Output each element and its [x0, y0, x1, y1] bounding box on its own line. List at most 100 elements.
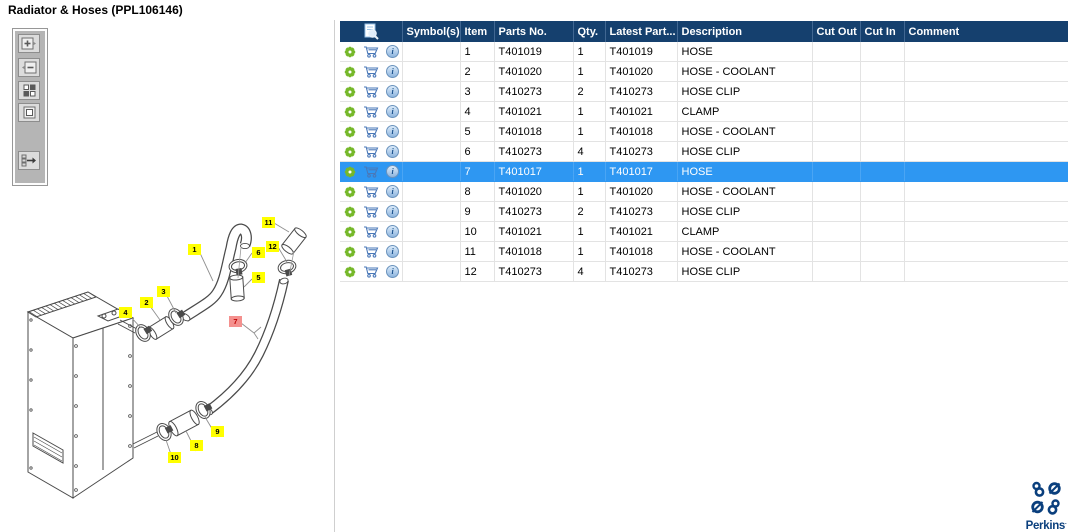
cell-qty[interactable]: 4: [573, 141, 606, 162]
cell-cut_out[interactable]: [812, 81, 861, 102]
cell-symbols[interactable]: [402, 201, 461, 222]
cell-parts_no[interactable]: T410273: [494, 81, 574, 102]
gear-icon[interactable]: [344, 206, 356, 218]
cell-qty[interactable]: 1: [573, 241, 606, 262]
info-icon[interactable]: i: [386, 165, 400, 178]
cart-icon[interactable]: [363, 205, 379, 218]
column-header-item[interactable]: Item: [460, 21, 495, 42]
info-icon[interactable]: i: [386, 85, 400, 98]
cell-description[interactable]: CLAMP: [677, 221, 813, 242]
cell-parts_no[interactable]: T401019: [494, 42, 574, 62]
cell-symbols[interactable]: [402, 261, 461, 282]
callout-11[interactable]: 11: [262, 217, 275, 228]
cell-comment[interactable]: [904, 201, 1068, 222]
cell-comment[interactable]: [904, 121, 1068, 142]
cell-description[interactable]: HOSE - COOLANT: [677, 61, 813, 82]
cell-item[interactable]: 5: [460, 121, 495, 142]
toggle-parts-list-button[interactable]: [18, 151, 40, 170]
cell-cut_in[interactable]: [860, 61, 905, 82]
cell-qty[interactable]: 1: [573, 181, 606, 202]
cell-item[interactable]: 12: [460, 261, 495, 282]
column-header-qty[interactable]: Qty.: [573, 21, 606, 42]
gear-icon[interactable]: [344, 146, 356, 158]
cell-cut_in[interactable]: [860, 141, 905, 162]
cell-description[interactable]: HOSE CLIP: [677, 201, 813, 222]
cell-cut_out[interactable]: [812, 221, 861, 242]
info-icon[interactable]: i: [386, 185, 400, 198]
gear-icon[interactable]: [344, 226, 356, 238]
gear-icon[interactable]: [344, 186, 356, 198]
cell-symbols[interactable]: [402, 101, 461, 122]
cell-symbols[interactable]: [402, 161, 461, 182]
actual-size-button[interactable]: [18, 103, 40, 122]
cell-item[interactable]: 7: [460, 161, 495, 182]
cell-description[interactable]: HOSE: [677, 42, 813, 62]
column-header-parts_no[interactable]: Parts No.: [494, 21, 574, 42]
cell-comment[interactable]: [904, 261, 1068, 282]
cell-cut_out[interactable]: [812, 201, 861, 222]
column-header-description[interactable]: Description: [677, 21, 813, 42]
cell-item[interactable]: 4: [460, 101, 495, 122]
cell-description[interactable]: HOSE - COOLANT: [677, 121, 813, 142]
cell-cut_out[interactable]: [812, 42, 861, 62]
cell-parts_no[interactable]: T401017: [494, 161, 574, 182]
cell-comment[interactable]: [904, 181, 1068, 202]
cell-cut_in[interactable]: [860, 221, 905, 242]
cell-parts_no[interactable]: T410273: [494, 141, 574, 162]
callout-4[interactable]: 4: [119, 307, 132, 318]
gear-icon[interactable]: [344, 66, 356, 78]
cell-parts_no[interactable]: T401018: [494, 121, 574, 142]
callout-8[interactable]: 8: [190, 440, 203, 451]
info-icon[interactable]: i: [386, 245, 400, 258]
gear-icon[interactable]: [344, 86, 356, 98]
info-icon[interactable]: i: [386, 125, 400, 138]
cell-latest_part[interactable]: T401020: [605, 181, 678, 202]
cell-symbols[interactable]: [402, 181, 461, 202]
info-icon[interactable]: i: [386, 105, 400, 118]
callout-6[interactable]: 6: [252, 247, 265, 258]
cell-parts_no[interactable]: T401018: [494, 241, 574, 262]
cell-qty[interactable]: 2: [573, 81, 606, 102]
cell-parts_no[interactable]: T401020: [494, 61, 574, 82]
cart-icon[interactable]: [363, 225, 379, 238]
cell-symbols[interactable]: [402, 121, 461, 142]
column-header-cut_in[interactable]: Cut In: [860, 21, 905, 42]
callout-10[interactable]: 10: [168, 452, 181, 463]
cell-description[interactable]: HOSE CLIP: [677, 261, 813, 282]
cell-qty[interactable]: 1: [573, 61, 606, 82]
callout-12[interactable]: 12: [266, 241, 279, 252]
cell-comment[interactable]: [904, 42, 1068, 62]
cell-qty[interactable]: 1: [573, 221, 606, 242]
cart-icon[interactable]: [363, 265, 379, 278]
cell-cut_in[interactable]: [860, 42, 905, 62]
cell-parts_no[interactable]: T401021: [494, 101, 574, 122]
cell-comment[interactable]: [904, 221, 1068, 242]
gear-icon[interactable]: [344, 46, 356, 58]
zoom-out-button[interactable]: [18, 58, 40, 77]
cart-icon[interactable]: [363, 45, 379, 58]
gear-icon[interactable]: [344, 166, 356, 178]
cart-icon[interactable]: [363, 105, 379, 118]
cell-cut_in[interactable]: [860, 161, 905, 182]
cell-latest_part[interactable]: T401021: [605, 101, 678, 122]
cell-parts_no[interactable]: T410273: [494, 201, 574, 222]
cell-cut_in[interactable]: [860, 241, 905, 262]
cell-item[interactable]: 9: [460, 201, 495, 222]
cell-item[interactable]: 3: [460, 81, 495, 102]
cell-cut_out[interactable]: [812, 161, 861, 182]
info-icon[interactable]: i: [386, 65, 400, 78]
cell-description[interactable]: HOSE: [677, 161, 813, 182]
cell-cut_in[interactable]: [860, 201, 905, 222]
cell-cut_in[interactable]: [860, 181, 905, 202]
cell-item[interactable]: 10: [460, 221, 495, 242]
cell-cut_in[interactable]: [860, 81, 905, 102]
gear-icon[interactable]: [344, 246, 356, 258]
